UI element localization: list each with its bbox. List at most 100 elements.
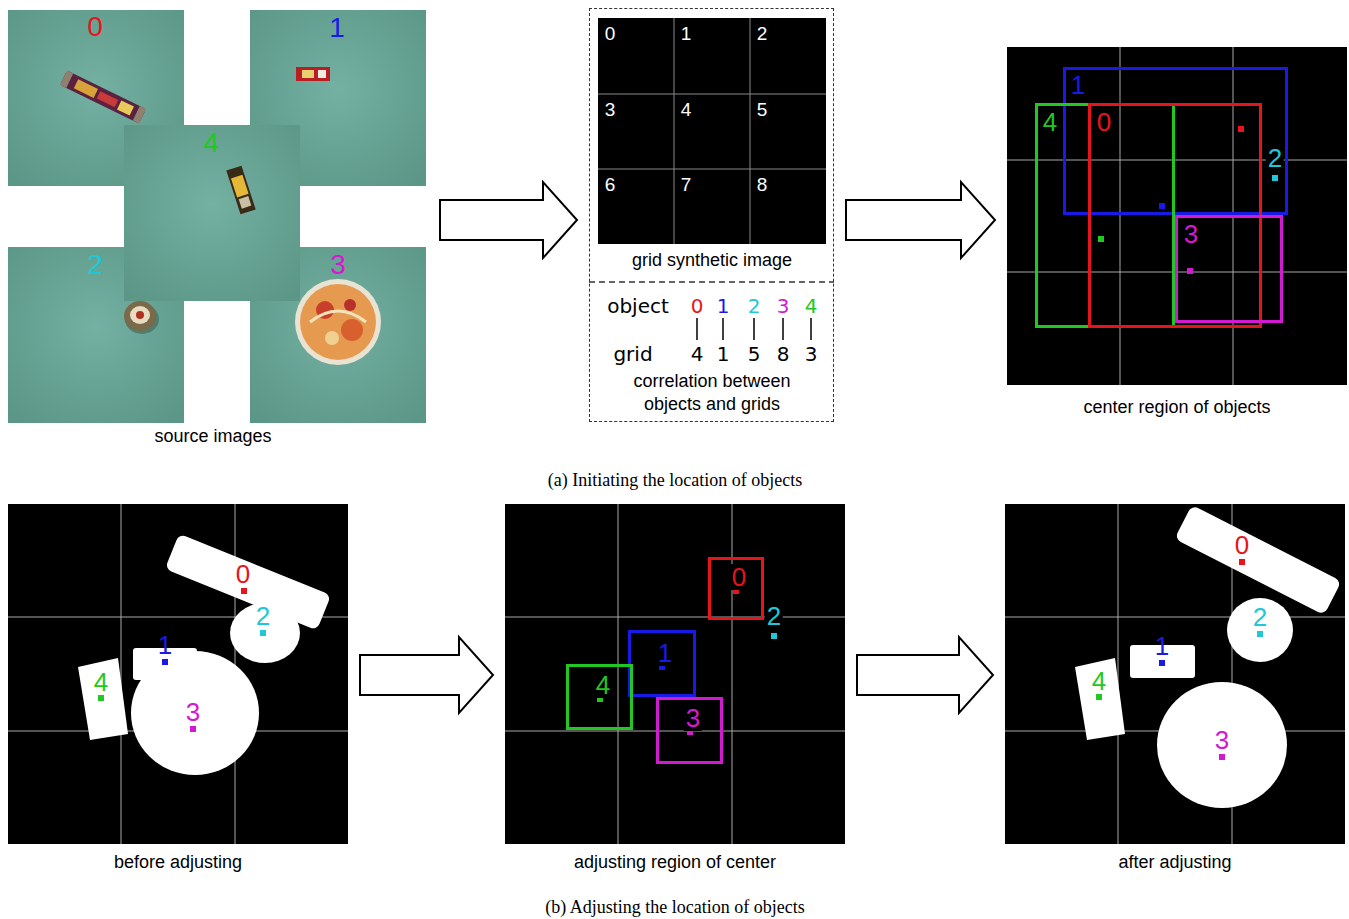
adjust-region-box: 4 <box>566 664 633 730</box>
object-number: 3 <box>1213 727 1231 753</box>
center-region-box: 4 <box>1035 103 1175 328</box>
grid-synthetic-image-g-line <box>674 18 675 244</box>
table-cell: 8 <box>775 344 792 364</box>
after-adjusting-image <box>1005 504 1345 844</box>
object-number: 0 <box>85 13 105 41</box>
after-adjusting-image-g-ellipse <box>1227 598 1293 662</box>
panel-caption: adjusting region of center <box>572 853 778 871</box>
center-region-image-rect <box>1098 236 1104 242</box>
before-adjusting-image-g <box>8 504 348 844</box>
after-adjusting-image-rect <box>1005 504 1345 844</box>
source-photos-g-rect <box>60 71 146 124</box>
center-region-image <box>1007 47 1347 385</box>
source-photos-g-rect <box>231 175 249 198</box>
object-number: 2 <box>254 603 272 629</box>
before-adjusting-image-rect <box>8 504 348 844</box>
adjusting-region-image-g <box>505 504 845 844</box>
object-number: 0 <box>1095 109 1113 135</box>
table-cell: 1 <box>715 296 732 316</box>
block-arrow <box>440 182 577 258</box>
center-region-image-g-line <box>1007 160 1347 161</box>
after-adjusting-image-g <box>1005 504 1345 844</box>
source-photos <box>8 10 426 423</box>
source-photos-g-rect <box>133 106 146 123</box>
center-region-image-rect <box>1272 175 1278 181</box>
source-photos-rect <box>296 67 330 81</box>
panel-caption: grid synthetic image <box>630 251 794 269</box>
source-photos-rect <box>318 70 326 78</box>
adjust-region-box: 1 <box>628 630 696 697</box>
source-photos-rect <box>302 70 314 78</box>
object-number: 2 <box>765 603 783 629</box>
table-cell: 4 <box>803 296 820 316</box>
grid-number: 6 <box>603 175 618 194</box>
object-number: 2 <box>85 251 105 279</box>
adjusting-region-image <box>505 504 845 844</box>
source-photos-g-rect <box>74 79 98 98</box>
object-number: 3 <box>184 699 202 725</box>
adjusting-region-image-g-line <box>505 731 845 732</box>
block-arrow <box>846 182 995 258</box>
grid-synthetic-image-rect <box>598 18 826 244</box>
grid-number: 3 <box>603 100 618 119</box>
object-number: 3 <box>684 705 702 731</box>
center-region-image-rect <box>1007 47 1347 385</box>
source-photos-rect <box>124 125 300 301</box>
adjusting-region-image-g-line <box>505 617 845 618</box>
panel-caption: before adjusting <box>112 853 244 871</box>
source-photo: 3 <box>250 247 426 423</box>
source-photos-circle <box>344 299 356 311</box>
before-adjusting-image <box>8 504 348 844</box>
block-arrow <box>857 637 993 713</box>
object-number: 1 <box>656 640 674 666</box>
center-region-image-g-line <box>1120 47 1121 385</box>
object-number: 1 <box>1069 72 1087 98</box>
source-photos-circle <box>300 284 376 360</box>
before-adjusting-image-rect <box>162 659 168 665</box>
object-number: 3 <box>328 251 348 279</box>
object-number: 4 <box>1090 668 1108 694</box>
source-photos-g-rect <box>60 71 73 88</box>
source-photo: 2 <box>8 247 184 423</box>
source-photos-circle <box>325 331 339 345</box>
grid-number: 0 <box>603 24 618 43</box>
center-region-image-rect <box>1187 268 1193 274</box>
source-photos-ellipse <box>124 301 156 331</box>
table-cell: 0 <box>689 296 706 316</box>
table-cell: object <box>605 296 671 316</box>
center-region-image-rect <box>1159 203 1165 209</box>
table-cell: 5 <box>746 344 763 364</box>
object-number: 4 <box>594 672 612 698</box>
grid-number: 7 <box>679 175 694 194</box>
object-number: 4 <box>201 129 221 157</box>
before-adjusting-image-g <box>78 534 331 775</box>
object-number: 2 <box>1251 604 1269 630</box>
panel-caption: center region of objects <box>1081 398 1272 416</box>
grid-synthetic-image-g <box>598 18 826 244</box>
grid-synthetic-image-g-line <box>782 318 784 340</box>
table-cell: 2 <box>746 296 763 316</box>
before-adjusting-image-g-polygon <box>78 658 128 740</box>
subfigure-caption: (a) Initiating the location of objects <box>546 471 804 489</box>
panel-caption: source images <box>152 427 273 445</box>
after-adjusting-image-g-line <box>1005 617 1345 618</box>
before-adjusting-image-g-ellipse <box>230 603 300 663</box>
object-number: 1 <box>156 632 174 658</box>
object-number: 0 <box>234 561 252 587</box>
grid-synthetic-image-g-line <box>598 94 826 95</box>
before-adjusting-image-rect <box>241 588 247 594</box>
source-photos-g-rect <box>117 100 134 115</box>
grid-synthetic-image-g-line <box>753 318 755 340</box>
source-photos-g <box>226 166 255 215</box>
after-adjusting-image-rect <box>1219 754 1225 760</box>
before-adjusting-image-rect <box>260 630 266 636</box>
block-arrow <box>360 637 493 713</box>
adjusting-region-image-g-line <box>732 504 733 844</box>
before-adjusting-image-rect <box>98 695 104 701</box>
image-panel: source images01423 <box>8 8 428 448</box>
object-number: 3 <box>1182 221 1200 247</box>
adjusting-region-image-rect <box>505 504 845 844</box>
after-adjusting-image-rect <box>1096 694 1102 700</box>
